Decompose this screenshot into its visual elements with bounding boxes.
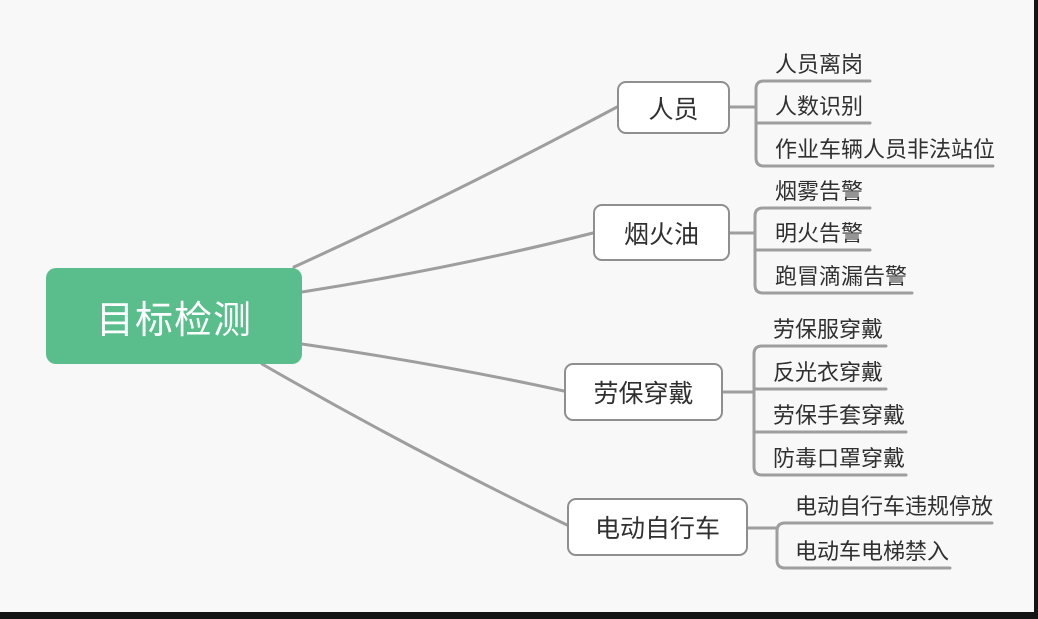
window-edge-right bbox=[1034, 0, 1038, 619]
branch-node-ppe[interactable]: 劳保穿戴 bbox=[564, 363, 723, 421]
link-root-to-ppe bbox=[300, 342, 566, 393]
leaf-node-reflective-vest[interactable]: 反光衣穿戴 bbox=[773, 361, 884, 386]
link-root-to-ebike bbox=[260, 362, 569, 527]
leaf-node-leak-drip-alarm[interactable]: 跑冒滴漏告警 bbox=[775, 265, 908, 290]
leaf-node-people-counting[interactable]: 人数识别 bbox=[775, 95, 864, 120]
branch-node-personnel[interactable]: 人员 bbox=[617, 81, 730, 134]
leaf-node-gas-mask[interactable]: 防毒口罩穿戴 bbox=[773, 447, 906, 472]
window-edge-bottom bbox=[0, 612, 1038, 619]
branch-node-ebike[interactable]: 电动自行车 bbox=[567, 498, 748, 556]
leaf-node-person-off-duty[interactable]: 人员离岗 bbox=[775, 53, 864, 78]
link-root-to-smoke-fire-oil bbox=[300, 231, 595, 294]
leaf-node-ebike-illegal-parking[interactable]: 电动自行车违规停放 bbox=[795, 495, 994, 520]
leaf-node-ebike-elevator-ban[interactable]: 电动车电梯禁入 bbox=[795, 540, 950, 565]
leaf-node-ppe-clothing[interactable]: 劳保服穿戴 bbox=[773, 318, 884, 343]
branch-node-smoke-fire-oil[interactable]: 烟火油 bbox=[593, 204, 730, 261]
link-root-to-personnel bbox=[292, 105, 619, 269]
root-node-target-detection[interactable]: 目标检测 bbox=[46, 268, 302, 364]
leaf-node-smoke-alarm[interactable]: 烟雾告警 bbox=[775, 180, 864, 205]
leaf-node-illegal-standing-on-work-vehicle[interactable]: 作业车辆人员非法站位 bbox=[775, 138, 996, 163]
leaf-node-open-flame-alarm[interactable]: 明火告警 bbox=[775, 222, 864, 247]
leaf-node-ppe-gloves[interactable]: 劳保手套穿戴 bbox=[773, 404, 906, 429]
